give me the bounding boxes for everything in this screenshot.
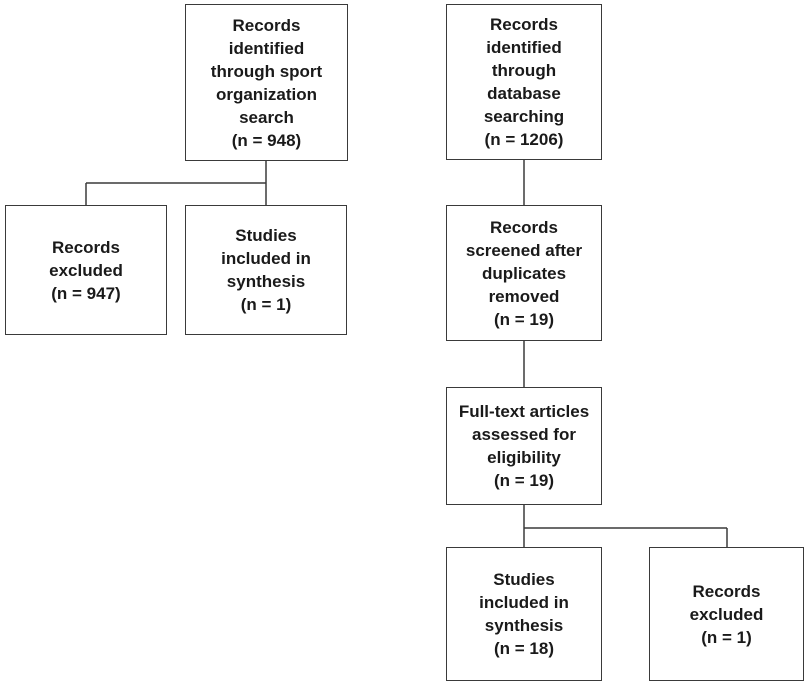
box-records-excluded-sport: Records excluded (n = 947) (5, 205, 167, 335)
box-records-identified-sport: Records identified through sport organiz… (185, 4, 348, 161)
box-records-excluded-database: Records excluded (n = 1) (649, 547, 804, 681)
box-records-identified-database: Records identified through database sear… (446, 4, 602, 160)
box-full-text-assessed: Full-text articles assessed for eligibil… (446, 387, 602, 505)
box-studies-included-database: Studies included in synthesis (n = 18) (446, 547, 602, 681)
box-records-screened: Records screened after duplicates remove… (446, 205, 602, 341)
box-studies-included-sport: Studies included in synthesis (n = 1) (185, 205, 347, 335)
